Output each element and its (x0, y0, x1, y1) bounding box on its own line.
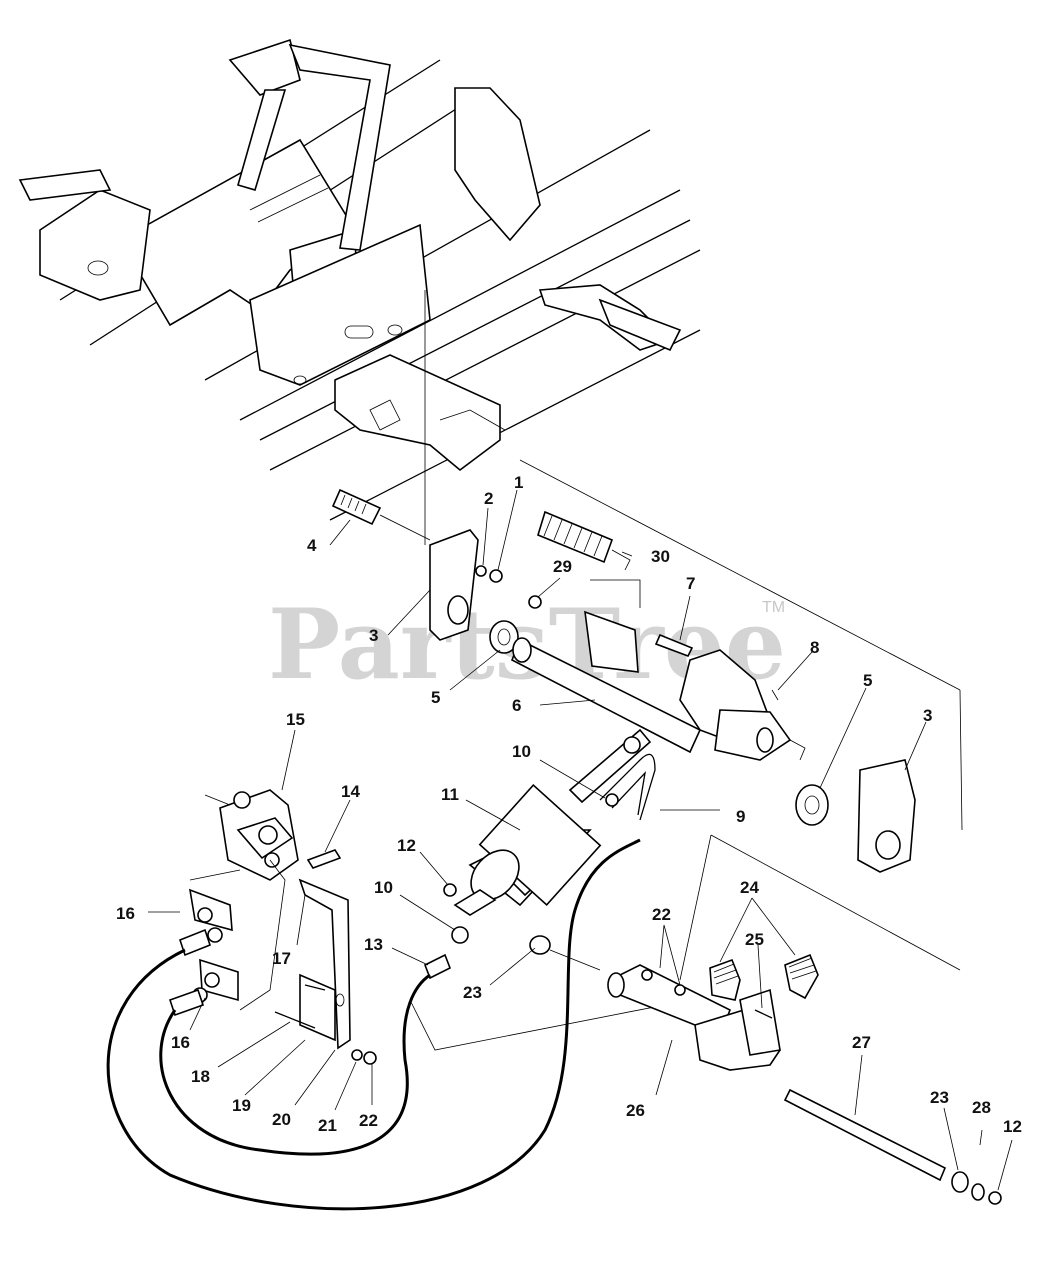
cotter-8 (771, 689, 779, 701)
callout-labels: 1 2 3 3 4 5 5 6 7 8 9 10 10 11 12 12 13 … (116, 473, 1022, 1136)
callout-27: 27 (852, 1033, 871, 1052)
callout-26: 26 (626, 1101, 645, 1120)
callout-16-upper: 16 (116, 904, 135, 923)
callout-22-left: 22 (359, 1111, 378, 1130)
pin-7 (654, 633, 694, 658)
callout-13: 13 (364, 935, 383, 954)
hydraulic-cylinder-11 (453, 728, 652, 916)
washer-21 (351, 1049, 363, 1061)
callout-19: 19 (232, 1096, 251, 1115)
leader-lines (148, 489, 1013, 1191)
callout-18: 18 (191, 1067, 210, 1086)
callout-10-upper: 10 (512, 742, 531, 761)
callout-30: 30 (651, 547, 670, 566)
callout-12-right: 12 (1003, 1117, 1022, 1136)
fitting-10-lower (451, 926, 469, 944)
bolt-18 (274, 1011, 316, 1029)
bushing-23 (529, 935, 551, 955)
callout-23-right: 23 (930, 1088, 949, 1107)
fittings-16-upper (179, 888, 233, 957)
nut-12-right (988, 1191, 1002, 1205)
callout-9: 9 (736, 807, 745, 826)
bolt-14 (306, 849, 342, 869)
bolt-19 (304, 984, 326, 991)
bushing-23-right (951, 1171, 969, 1193)
control-assembly-26 (607, 964, 781, 1071)
callout-7: 7 (686, 574, 695, 593)
washer-1 (489, 569, 503, 583)
callout-15: 15 (286, 710, 305, 729)
tube-9 (599, 753, 656, 821)
callout-5-left: 5 (431, 688, 440, 707)
callout-5-right: 5 (863, 671, 872, 690)
callout-8: 8 (810, 638, 819, 657)
callout-16-lower: 16 (171, 1033, 190, 1052)
washer-28 (971, 1183, 985, 1201)
callout-14: 14 (341, 782, 360, 801)
callout-6: 6 (512, 696, 521, 715)
knob-24-right (784, 953, 819, 1000)
callout-22-right: 22 (652, 905, 671, 924)
bolt-4 (331, 488, 431, 541)
nut-22-mid-left (641, 969, 653, 981)
nut-29 (528, 595, 542, 609)
callout-28: 28 (972, 1098, 991, 1117)
reference-lines (409, 290, 963, 1051)
nut-22-mid-right (674, 984, 686, 996)
fittings-16-lower (168, 958, 239, 1017)
callout-24: 24 (740, 878, 759, 897)
callout-3-right: 3 (923, 706, 932, 725)
hose-lower (159, 973, 431, 1156)
callout-12-upper: 12 (397, 836, 416, 855)
bushing-5-left (489, 620, 519, 654)
callout-21: 21 (318, 1116, 337, 1135)
callout-4: 4 (307, 536, 317, 555)
screw-25 (754, 1009, 773, 1019)
callout-2: 2 (484, 489, 493, 508)
fitting-10-upper (605, 793, 619, 807)
callout-11: 11 (441, 785, 459, 804)
nut-12-upper (443, 883, 457, 897)
spring-30 (537, 510, 631, 571)
control-valve-15 (189, 789, 299, 881)
callout-20: 20 (272, 1110, 291, 1129)
upper-linkage (331, 488, 916, 873)
hose-upper (106, 838, 641, 1211)
callout-10-lower: 10 (374, 878, 393, 897)
mower-frame (18, 38, 701, 521)
rod-27 (783, 1088, 947, 1182)
callout-17: 17 (272, 949, 291, 968)
knob-24-left (709, 958, 741, 1001)
callout-23-left: 23 (463, 983, 482, 1002)
fitting-13 (423, 953, 452, 980)
callout-1: 1 (514, 473, 523, 492)
bushing-5-right (795, 784, 829, 826)
shaft-6 (510, 579, 702, 754)
nut-22-left (363, 1051, 377, 1065)
callout-25: 25 (745, 930, 764, 949)
callout-29: 29 (553, 557, 572, 576)
nut-2 (475, 565, 487, 577)
lift-arm (679, 649, 806, 761)
callout-3-left: 3 (369, 626, 378, 645)
watermark-tm: TM (762, 599, 785, 616)
